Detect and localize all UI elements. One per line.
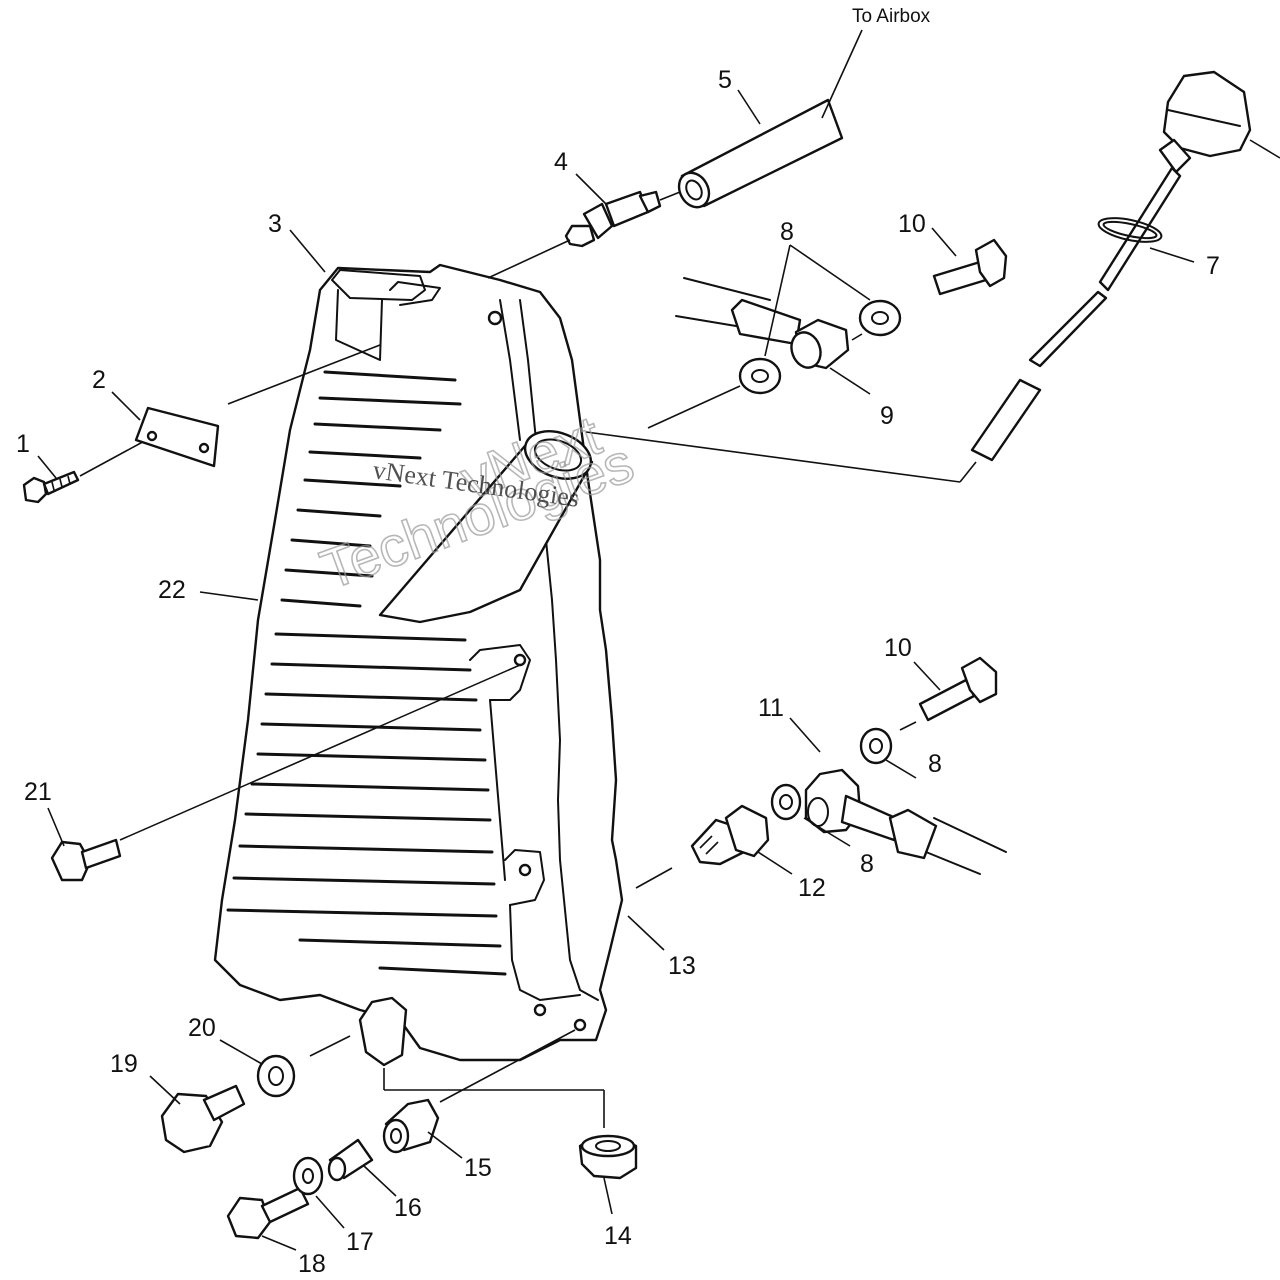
callout-3: 3 — [268, 210, 282, 238]
part-10-bolt-upper — [932, 238, 1008, 296]
tank-face-hatching — [226, 370, 507, 976]
part-1-screw — [22, 470, 80, 504]
part-12-sensor — [690, 804, 770, 866]
drain-boss — [358, 996, 408, 1067]
part-17-washer — [292, 1156, 324, 1196]
part-14-grommet — [578, 1134, 638, 1180]
part-20-washer — [256, 1054, 296, 1098]
part-15-bushing — [382, 1098, 440, 1154]
callout-20: 20 — [188, 1014, 216, 1042]
callout-8-right: 8 — [928, 750, 942, 778]
part-7-dipstick — [970, 70, 1252, 462]
callout-7: 7 — [1206, 252, 1220, 280]
part-8-washer-lower-right — [859, 727, 893, 765]
part-5-hose — [677, 98, 844, 209]
part-19-drain-plug — [160, 1084, 246, 1154]
callout-11: 11 — [758, 694, 784, 722]
callout-12: 12 — [798, 874, 826, 902]
part-9-banjo-upper — [675, 277, 902, 395]
part-21-bolt — [50, 838, 122, 882]
callout-18: 18 — [298, 1250, 326, 1278]
callout-9: 9 — [880, 402, 894, 430]
callout-8-lower: 8 — [860, 850, 874, 878]
part-11-banjo-lower — [804, 768, 1007, 875]
callout-22: 22 — [158, 576, 186, 604]
callout-5: 5 — [718, 66, 732, 94]
callout-10-upper: 10 — [898, 210, 926, 238]
part-8-washer-lower-left — [770, 783, 802, 821]
callout-1: 1 — [16, 430, 30, 458]
leader-lines — [37, 89, 1195, 1251]
part-4-fitting — [564, 190, 662, 248]
to-airbox-label: To Airbox — [852, 6, 931, 27]
oil-tank-body — [213, 263, 624, 1062]
callout-19: 19 — [110, 1050, 138, 1078]
callout-16: 16 — [394, 1194, 422, 1222]
callout-21: 21 — [24, 778, 52, 806]
callout-2: 2 — [92, 366, 106, 394]
part-10-bolt-lower — [918, 656, 998, 722]
oil-tank — [213, 263, 624, 1067]
part-2-bracket — [134, 406, 220, 468]
callout-17: 17 — [346, 1228, 374, 1256]
callout-10-lower: 10 — [884, 634, 912, 662]
callout-8-upper: 8 — [780, 218, 794, 246]
callout-13: 13 — [668, 952, 696, 980]
callout-4: 4 — [554, 148, 568, 176]
callout-labels: To Airbox 1 2 3 4 5 7 8 9 10 10 11 8 8 1… — [16, 6, 1220, 1278]
callout-14: 14 — [604, 1222, 632, 1250]
callout-15: 15 — [464, 1154, 492, 1182]
part-18-bolt — [226, 1186, 310, 1240]
